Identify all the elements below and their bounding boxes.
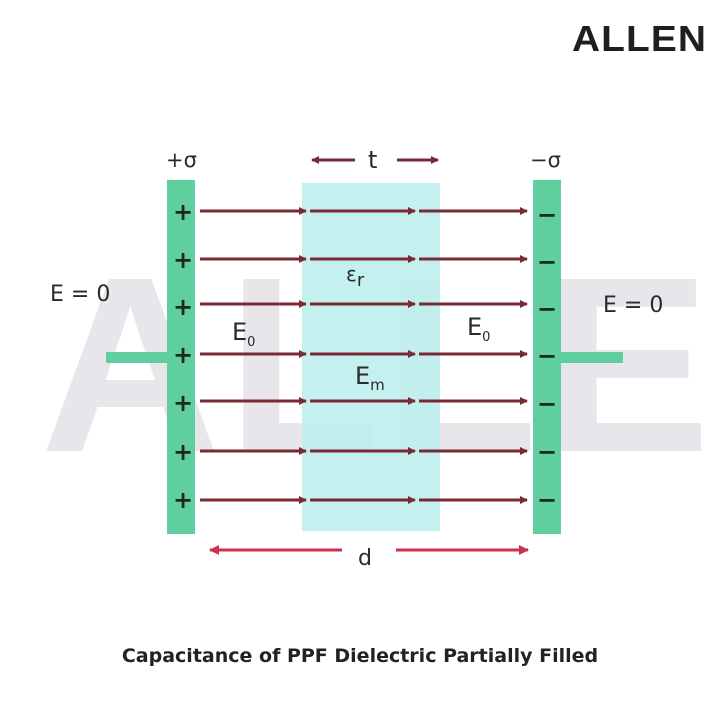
plus-sign: +	[172, 486, 194, 514]
plus-sign: +	[172, 341, 194, 369]
outside-right-field: E = 0	[603, 293, 664, 318]
minus-sign: −	[536, 342, 558, 370]
caption: Capacitance of PPF Dielectric Partially …	[121, 645, 599, 667]
plus-sign: +	[172, 293, 194, 321]
plus-sign: +	[172, 246, 194, 274]
field-medium-label: Em	[355, 362, 385, 394]
allen-logo: ALLEN	[572, 18, 707, 59]
negative-charge-label: −σ	[530, 148, 561, 172]
minus-sign: −	[536, 486, 558, 514]
plus-sign: +	[172, 438, 194, 466]
minus-sign: −	[536, 390, 558, 418]
permittivity-label: εr	[346, 262, 365, 291]
field-right-label: E0	[467, 313, 491, 345]
minus-sign: −	[536, 201, 558, 229]
thickness-label: t	[368, 146, 378, 174]
positive-charge-label: +σ	[166, 148, 197, 172]
dielectric-slab	[302, 183, 440, 531]
left-plate	[167, 180, 195, 534]
separation-label: d	[358, 546, 372, 571]
outside-left-field: E = 0	[50, 282, 111, 307]
right-terminal	[561, 352, 623, 363]
plus-sign: +	[172, 198, 194, 226]
minus-sign: −	[536, 295, 558, 323]
plus-sign: +	[172, 389, 194, 417]
minus-sign: −	[536, 438, 558, 466]
left-terminal	[106, 352, 168, 363]
minus-sign: −	[536, 248, 558, 276]
field-left-label: E0	[232, 318, 256, 350]
right-plate	[533, 180, 561, 534]
